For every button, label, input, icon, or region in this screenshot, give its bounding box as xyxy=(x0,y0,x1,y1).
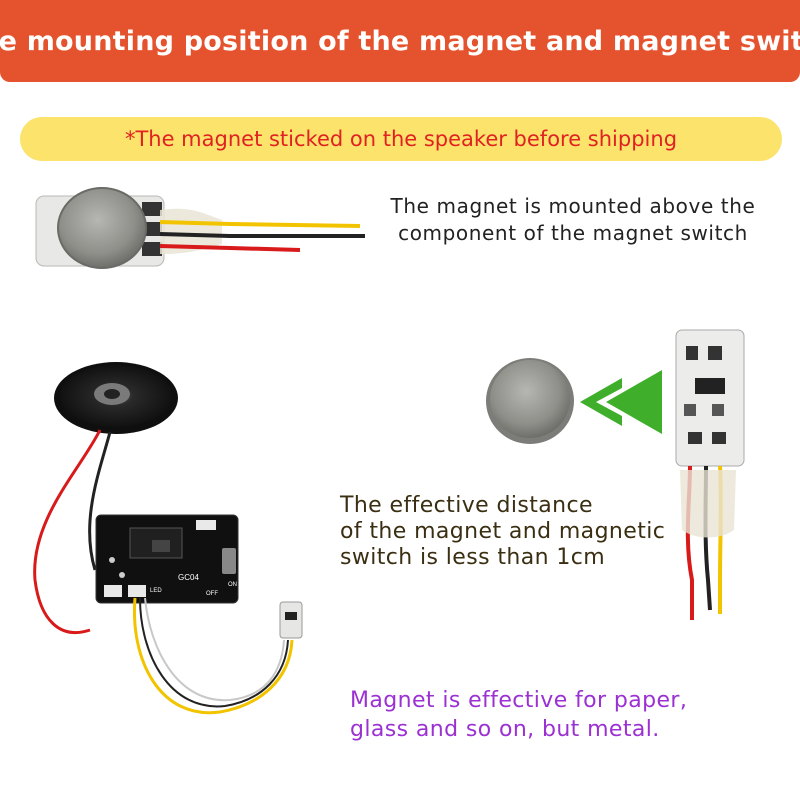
material-line-2: glass and so on, but metal. xyxy=(350,717,660,742)
board-label-led: LED xyxy=(150,588,162,594)
distance-line-2: of the magnet and magnetic xyxy=(340,519,666,544)
mount-line-1: The magnet is mounted above the xyxy=(390,194,756,218)
pcb-board: GC04 LED OFF ON xyxy=(95,514,294,715)
distance-line-1: The effective distance xyxy=(340,493,593,518)
green-arrow-icon xyxy=(580,370,662,434)
material-line-1: Magnet is effective for paper, xyxy=(350,688,688,713)
title-banner: The mounting position of the magnet and … xyxy=(0,0,800,82)
top-module xyxy=(35,187,365,269)
banner-title: The mounting position of the magnet and … xyxy=(0,25,800,57)
magnet-switch-module xyxy=(675,329,745,620)
mount-description: The magnet is mounted above the componen… xyxy=(368,193,778,247)
speaker xyxy=(33,362,178,635)
material-description: Magnet is effective for paper, glass and… xyxy=(350,686,687,744)
magnet-disc-top xyxy=(57,187,147,269)
board-label-off: OFF xyxy=(206,591,218,597)
shipping-notice: *The magnet sticked on the speaker befor… xyxy=(20,117,782,161)
magnet-disc-side xyxy=(486,358,574,444)
mount-line-2: component of the magnet switch xyxy=(398,221,748,245)
shipping-notice-text: *The magnet sticked on the speaker befor… xyxy=(124,127,678,151)
small-switch-module xyxy=(279,601,303,639)
board-label-on: ON xyxy=(228,582,237,588)
distance-description: The effective distance of the magnet and… xyxy=(340,493,665,571)
distance-line-3: switch is less than 1cm xyxy=(340,545,606,570)
board-label-gc04: GC04 xyxy=(178,573,199,582)
